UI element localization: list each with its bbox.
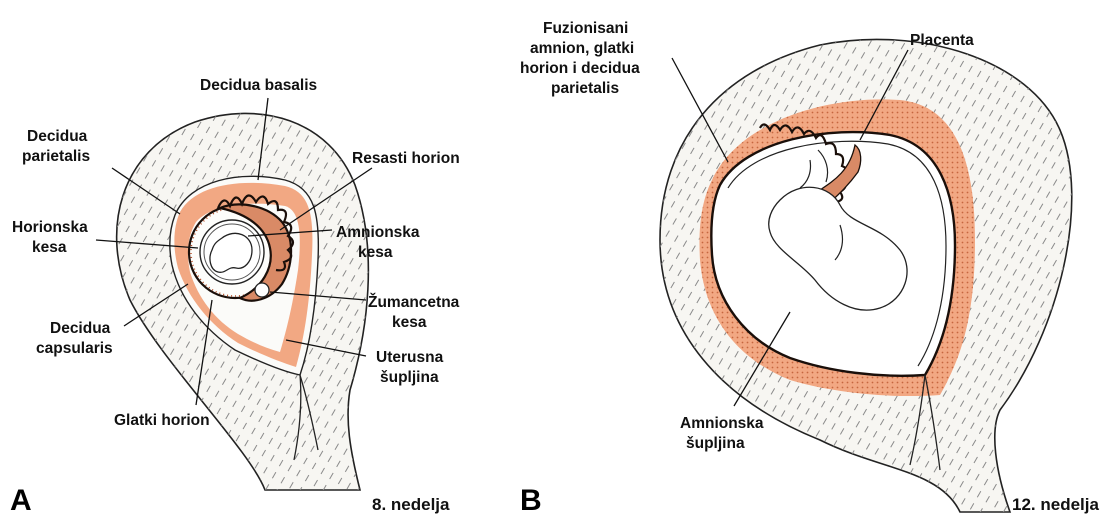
label-fuzionisani-3: horion i decidua (520, 60, 640, 77)
label-amnionska-supljina-2: šupljina (686, 435, 745, 452)
label-uterusna-supljina-2: šupljina (380, 369, 439, 386)
label-amnionska-supljina-1: Amnionska (680, 415, 764, 432)
panel-letter-a: A (10, 484, 32, 517)
label-zumancetna-kesa-1: Žumancetna (368, 293, 460, 311)
label-zumancetna-kesa-2: kesa (392, 314, 427, 331)
label-decidua-parietalis-2: parietalis (22, 148, 90, 165)
label-glatki-horion: Glatki horion (114, 412, 210, 429)
label-decidua-capsularis-2: capsularis (36, 340, 113, 357)
label-amnionska-kesa-2: kesa (358, 244, 393, 261)
label-fuzionisani-2: amnion, glatki (530, 40, 634, 57)
label-fuzionisani-1: Fuzionisani (543, 20, 628, 37)
label-amnionska-kesa-1: Amnionska (336, 224, 420, 241)
label-placenta: Placenta (910, 32, 974, 49)
panel-b: Fuzionisani amnion, glatki horion i deci… (520, 20, 1099, 517)
label-decidua-capsularis-1: Decidua (50, 320, 111, 337)
yolk-sac-a (255, 283, 269, 297)
panel-letter-b: B (520, 484, 542, 517)
panel-a: Decidua basalis Decidua parietalis Resas… (10, 77, 460, 517)
label-fuzionisani-4: parietalis (551, 80, 619, 97)
label-horionska-kesa-2: kesa (32, 239, 67, 256)
label-decidua-parietalis-1: Decidua (27, 128, 88, 145)
label-horionska-kesa-1: Horionska (12, 219, 88, 236)
label-resasti-horion: Resasti horion (352, 150, 460, 167)
label-decidua-basalis: Decidua basalis (200, 77, 317, 94)
label-uterusna-supljina-1: Uterusna (376, 349, 444, 366)
week-label-b: 12. nedelja (1012, 495, 1099, 514)
week-label-a: 8. nedelja (372, 495, 450, 514)
